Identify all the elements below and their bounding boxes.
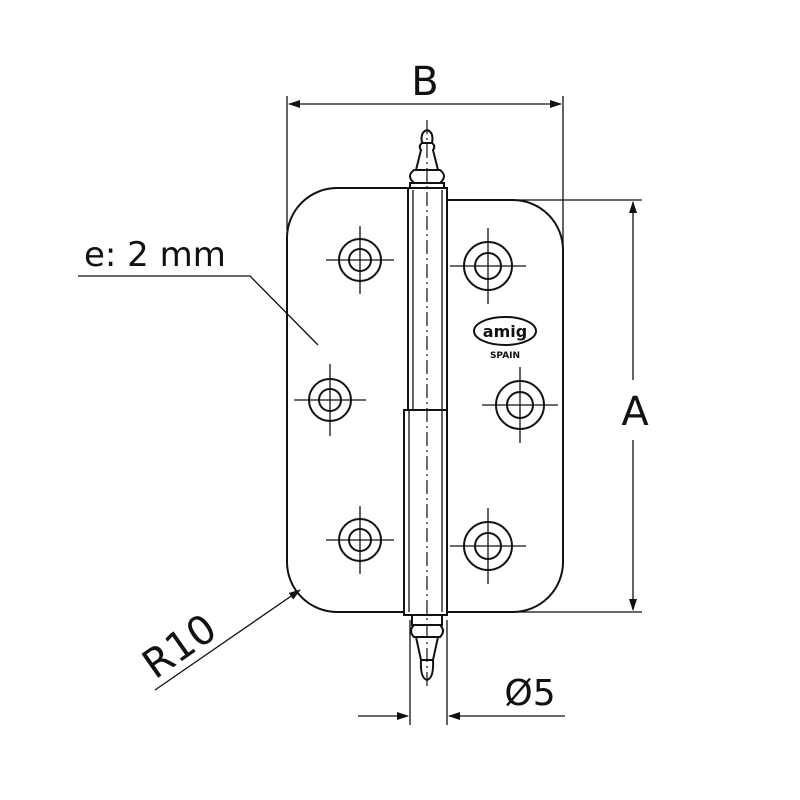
logo-country: SPAIN: [490, 351, 520, 361]
knuckle: [403, 120, 448, 690]
bottom-finial: [410, 615, 444, 682]
hole: [326, 506, 394, 574]
hole: [482, 367, 558, 443]
hole: [326, 226, 394, 294]
pin-diameter-label: Ø5: [504, 673, 555, 714]
thickness-callout: e: 2 mm: [78, 235, 319, 346]
pin-diameter-dimension: Ø5: [358, 620, 565, 725]
thickness-label: e: 2 mm: [84, 235, 226, 275]
top-finial: [409, 128, 445, 188]
right-leaf: [447, 199, 564, 613]
radius-callout: R10: [134, 589, 301, 691]
left-leaf: [286, 187, 408, 613]
dimension-a: A: [515, 199, 649, 613]
screw-holes: [294, 226, 558, 584]
hole: [450, 228, 526, 304]
amig-logo: amig SPAIN: [473, 316, 537, 361]
hole: [450, 508, 526, 584]
logo-brand: amig: [483, 322, 527, 341]
radius-label: R10: [134, 605, 225, 688]
hole: [294, 364, 366, 436]
dimension-a-label: A: [621, 389, 649, 435]
dimension-b: B: [286, 59, 564, 250]
dimension-b-label: B: [411, 59, 438, 105]
